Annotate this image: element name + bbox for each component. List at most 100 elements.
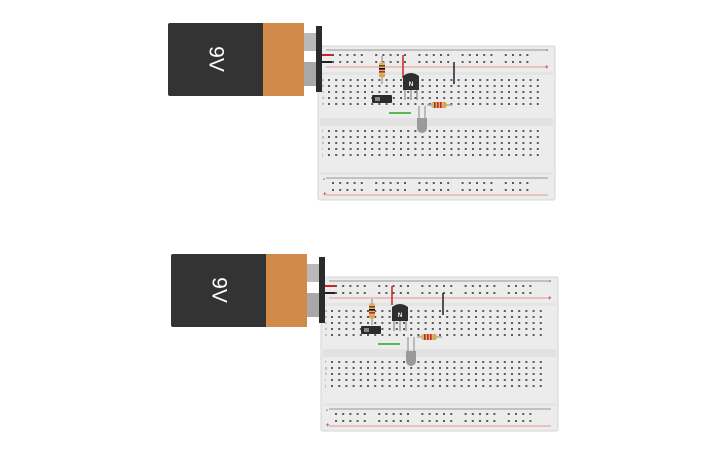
breadboard-hole[interactable] <box>482 361 485 363</box>
breadboard-hole[interactable] <box>335 285 337 287</box>
breadboard-hole[interactable] <box>536 97 539 99</box>
breadboard-hole[interactable] <box>328 79 330 81</box>
breadboard-hole[interactable] <box>519 182 522 184</box>
breadboard-hole[interactable] <box>328 97 330 99</box>
breadboard-hole[interactable] <box>421 79 424 81</box>
breadboard-hole[interactable] <box>536 142 539 144</box>
breadboard-hole[interactable] <box>529 413 532 415</box>
breadboard-hole[interactable] <box>338 361 341 363</box>
breadboard-hole[interactable] <box>493 91 496 93</box>
breadboard-hole[interactable] <box>486 136 489 138</box>
breadboard-hole[interactable] <box>525 385 528 387</box>
breadboard-hole[interactable] <box>364 97 366 99</box>
breadboard-hole[interactable] <box>388 385 391 387</box>
breadboard-hole[interactable] <box>460 361 463 363</box>
breadboard-hole[interactable] <box>511 379 513 381</box>
breadboard-hole[interactable] <box>453 379 456 381</box>
breadboard-hole[interactable] <box>374 316 377 318</box>
breadboard-hole[interactable] <box>414 103 417 105</box>
breadboard-hole[interactable] <box>532 367 535 369</box>
breadboard-hole[interactable] <box>342 85 345 87</box>
breadboard-hole[interactable] <box>508 97 510 99</box>
breadboard-hole[interactable] <box>424 373 427 375</box>
breadboard-hole[interactable] <box>374 373 377 375</box>
breadboard-hole[interactable] <box>359 322 362 324</box>
breadboard-hole[interactable] <box>489 361 492 363</box>
breadboard-hole[interactable] <box>378 130 381 132</box>
breadboard-hole[interactable] <box>428 136 431 138</box>
breadboard-hole[interactable] <box>374 361 377 363</box>
breadboard-hole[interactable] <box>388 310 391 312</box>
breadboard-hole[interactable] <box>388 367 391 369</box>
breadboard-hole[interactable] <box>464 85 467 87</box>
breadboard-hole[interactable] <box>439 367 441 369</box>
led[interactable] <box>417 106 427 133</box>
breadboard-hole[interactable] <box>421 154 424 156</box>
breadboard-hole[interactable] <box>428 148 431 150</box>
breadboard-hole[interactable] <box>471 413 474 415</box>
breadboard-hole[interactable] <box>464 285 467 287</box>
breadboard-hole[interactable] <box>367 385 369 387</box>
breadboard-hole[interactable] <box>504 61 507 63</box>
breadboard-hole[interactable] <box>385 136 388 138</box>
breadboard-hole[interactable] <box>518 373 521 375</box>
breadboard-hole[interactable] <box>529 97 532 99</box>
breadboard-hole[interactable] <box>539 373 542 375</box>
breadboard-hole[interactable] <box>421 103 424 105</box>
breadboard-hole[interactable] <box>338 373 341 375</box>
breadboard-hole[interactable] <box>428 91 431 93</box>
breadboard-hole[interactable] <box>364 148 366 150</box>
breadboard-hole[interactable] <box>407 97 410 99</box>
breadboard-hole[interactable] <box>536 130 539 132</box>
breadboard-hole[interactable] <box>475 367 477 369</box>
breadboard-hole[interactable] <box>389 61 392 63</box>
breadboard-hole[interactable] <box>403 373 405 375</box>
breadboard-hole[interactable] <box>532 361 535 363</box>
breadboard-hole[interactable] <box>493 130 496 132</box>
breadboard-hole[interactable] <box>359 334 362 336</box>
breadboard-hole[interactable] <box>467 322 470 324</box>
breadboard-hole[interactable] <box>508 103 510 105</box>
breadboard-hole[interactable] <box>400 136 402 138</box>
breadboard-hole[interactable] <box>468 54 471 56</box>
breadboard-hole[interactable] <box>457 97 460 99</box>
breadboard-hole[interactable] <box>464 79 467 81</box>
breadboard-hole[interactable] <box>342 136 345 138</box>
breadboard-hole[interactable] <box>467 334 470 336</box>
breadboard-hole[interactable] <box>407 413 409 415</box>
breadboard-hole[interactable] <box>457 85 460 87</box>
breadboard-hole[interactable] <box>410 310 413 312</box>
breadboard-hole[interactable] <box>410 328 413 330</box>
breadboard-hole[interactable] <box>352 334 355 336</box>
breadboard-hole[interactable] <box>414 142 417 144</box>
breadboard-hole[interactable] <box>496 328 499 330</box>
breadboard-hole[interactable] <box>381 334 384 336</box>
resistor[interactable] <box>369 299 375 325</box>
breadboard-hole[interactable] <box>468 189 471 191</box>
breadboard-hole[interactable] <box>503 322 506 324</box>
breadboard-hole[interactable] <box>371 136 374 138</box>
breadboard-hole[interactable] <box>417 367 420 369</box>
breadboard-hole[interactable] <box>432 182 435 184</box>
breadboard-hole[interactable] <box>518 310 521 312</box>
breadboard-hole[interactable] <box>512 182 514 184</box>
breadboard-hole[interactable] <box>353 182 356 184</box>
breadboard-hole[interactable] <box>515 420 517 422</box>
breadboard-hole[interactable] <box>342 103 345 105</box>
breadboard-hole[interactable] <box>489 379 492 381</box>
breadboard-hole[interactable] <box>421 97 424 99</box>
breadboard-hole[interactable] <box>522 420 525 422</box>
breadboard-hole[interactable] <box>532 373 535 375</box>
breadboard-hole[interactable] <box>345 379 348 381</box>
breadboard-hole[interactable] <box>417 334 420 336</box>
breadboard-hole[interactable] <box>378 103 381 105</box>
breadboard-hole[interactable] <box>536 79 539 81</box>
breadboard-hole[interactable] <box>404 182 406 184</box>
breadboard-hole[interactable] <box>431 361 434 363</box>
breadboard-hole[interactable] <box>421 292 424 294</box>
led[interactable] <box>406 337 416 366</box>
breadboard-hole[interactable] <box>511 322 513 324</box>
breadboard-hole[interactable] <box>399 413 402 415</box>
breadboard-hole[interactable] <box>483 61 486 63</box>
breadboard-hole[interactable] <box>371 148 374 150</box>
